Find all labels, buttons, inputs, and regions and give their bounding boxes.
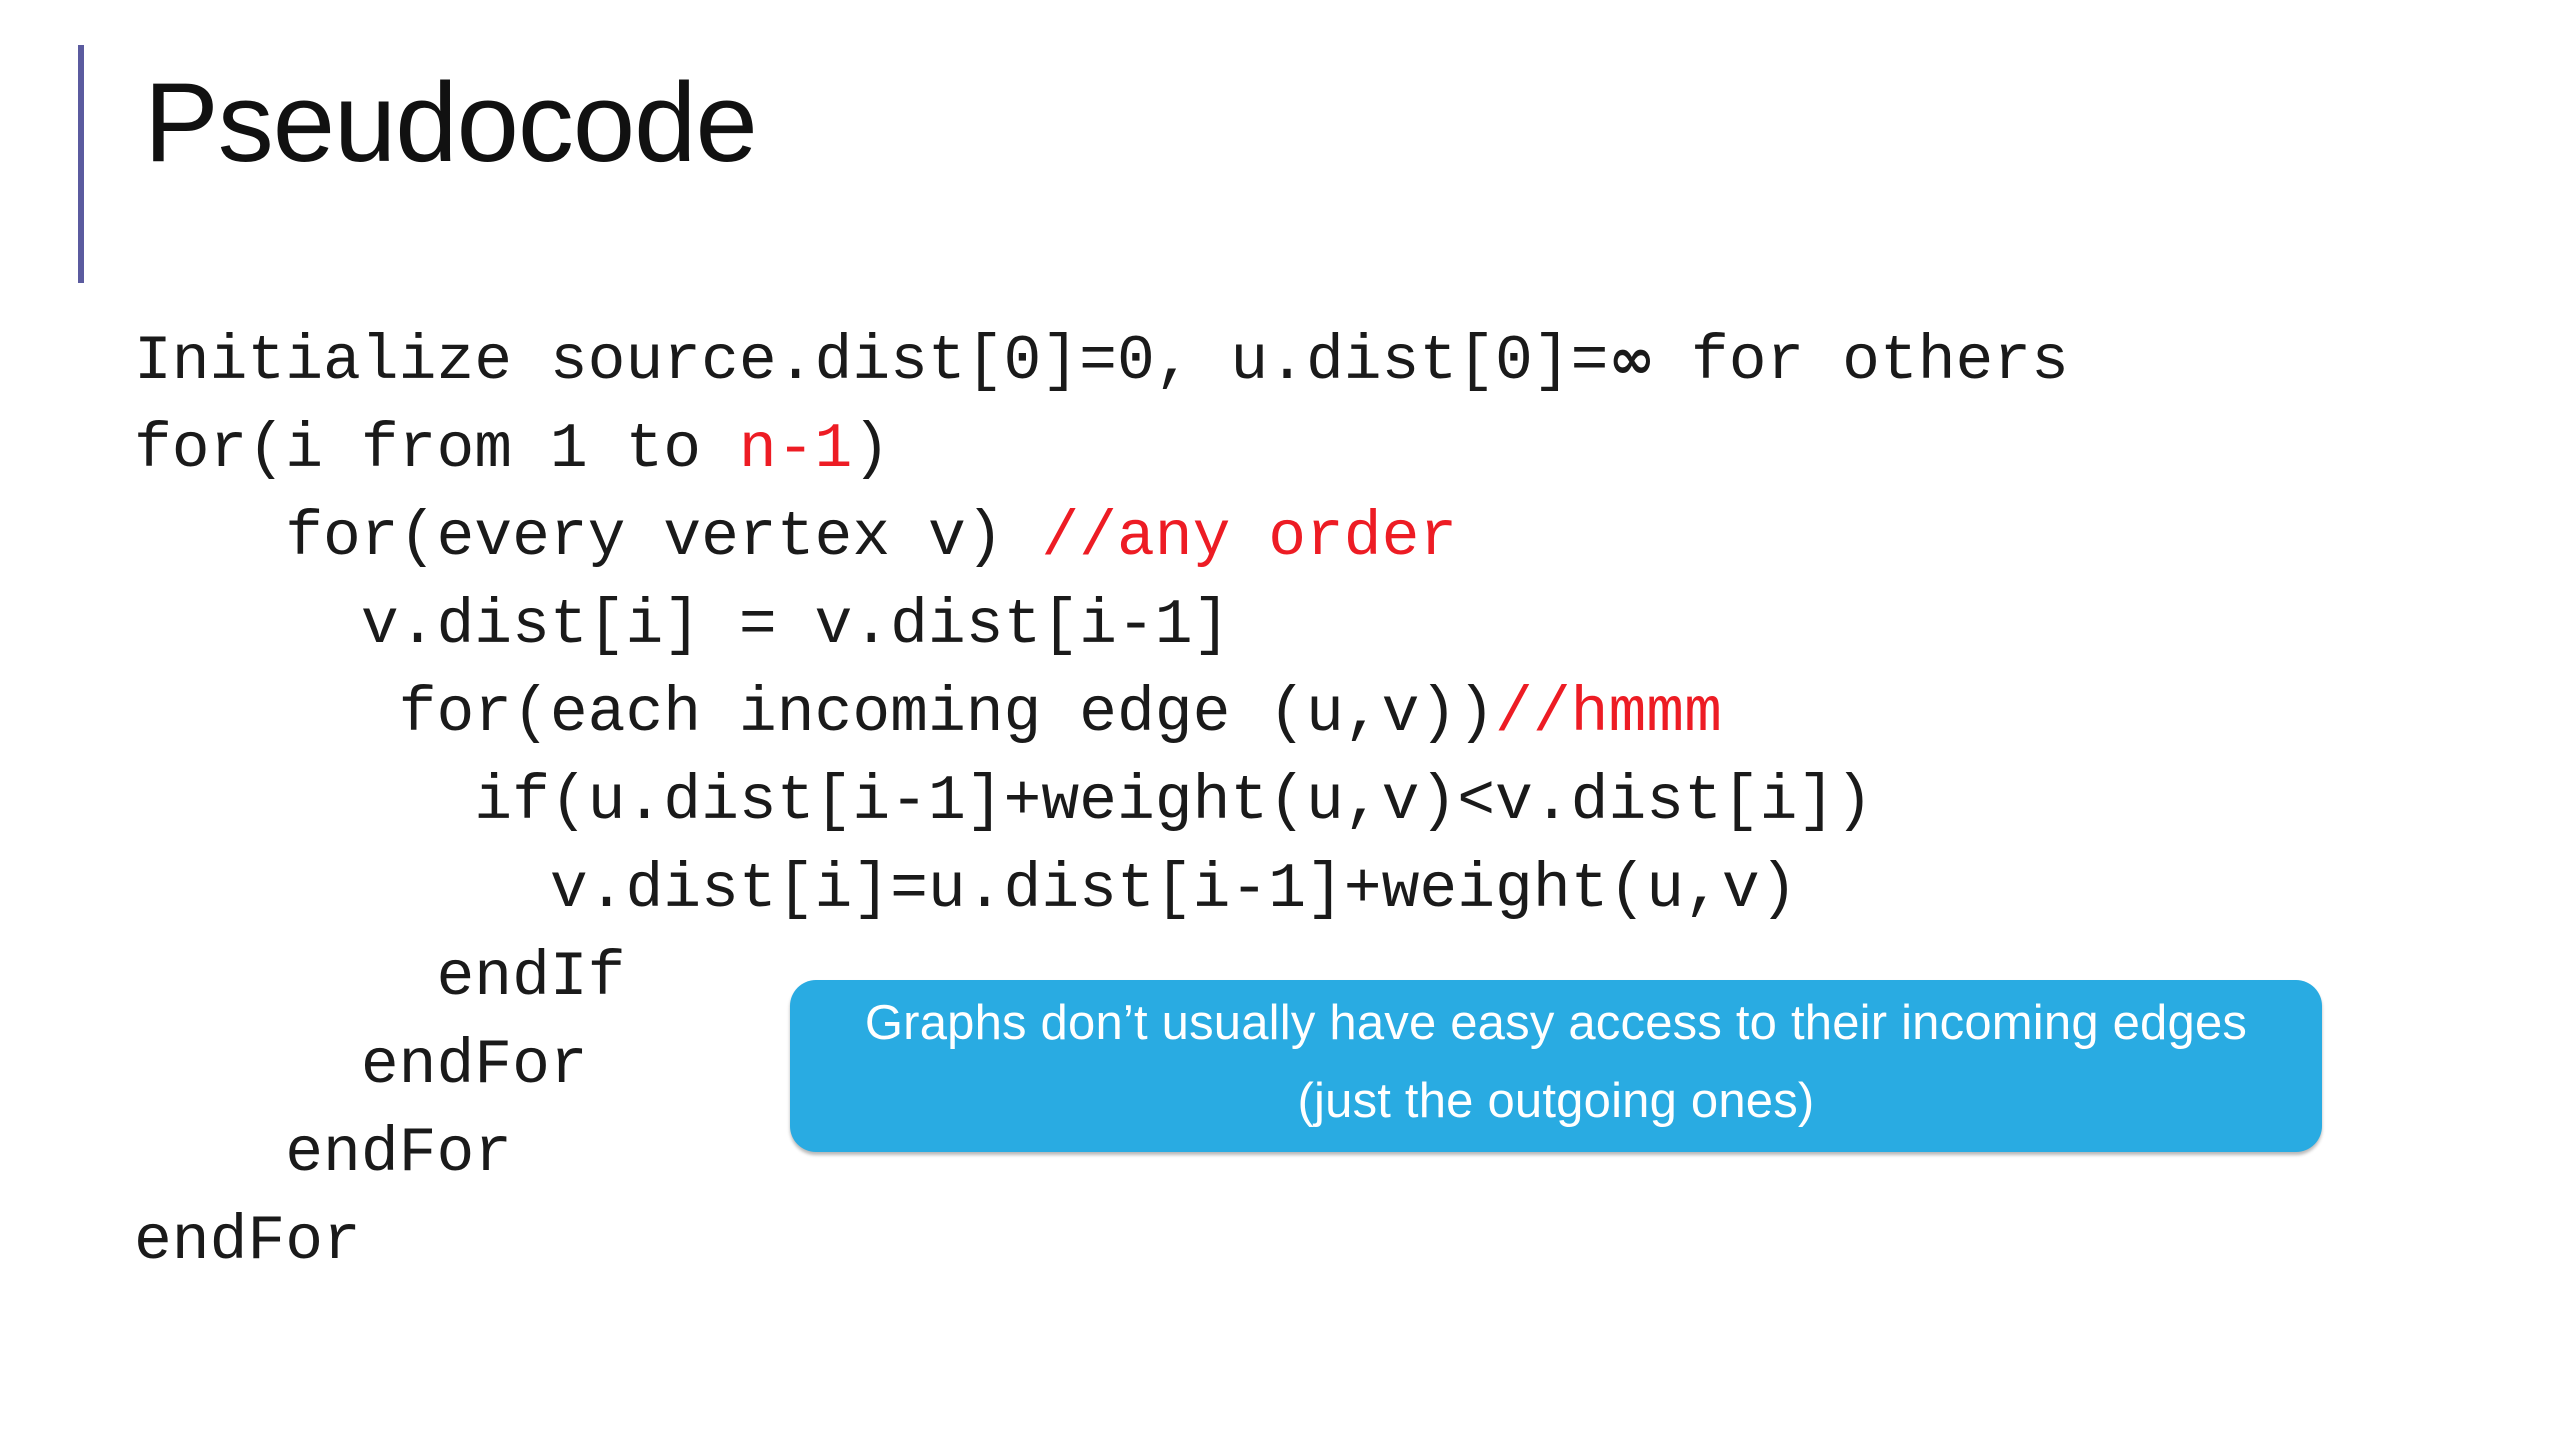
code-token: for(each incoming edge (u,v)) xyxy=(398,678,1496,749)
pseudocode-block: Initialize source.dist[0]=0, u.dist[0]=∞… xyxy=(134,316,2514,1286)
line-copy-dist: v.dist[i] = v.dist[i-1] xyxy=(134,582,2514,670)
callout-line-1: Graphs don’t usually have easy access to… xyxy=(864,996,2099,1050)
line-for-vertex: for(every vertex v) //any order xyxy=(134,494,2514,582)
code-token: for(i from 1 to xyxy=(134,414,739,485)
line-endfor-1: endFor xyxy=(134,1198,2514,1286)
line-for-i: for(i from 1 to n-1) xyxy=(134,406,2514,494)
title-accent-bar xyxy=(78,45,84,283)
code-token: Initialize source.dist[0]=0, u.dist[0]= xyxy=(134,326,1609,397)
code-token: ) xyxy=(852,414,891,485)
line-if-relax: if(u.dist[i-1]+weight(u,v)<v.dist[i]) xyxy=(134,758,2514,846)
callout-line-2: edges (just the outgoing ones) xyxy=(1297,996,2248,1128)
page-title: Pseudocode xyxy=(144,60,758,185)
code-token: endFor xyxy=(134,1206,361,1277)
line-for-incoming-edge: for(each incoming edge (u,v))//hmmm xyxy=(134,670,2514,758)
line-initialize: Initialize source.dist[0]=0, u.dist[0]=∞… xyxy=(134,316,2514,406)
code-token: endFor xyxy=(360,1030,588,1101)
code-token-highlight: //any order xyxy=(1041,502,1458,573)
infinity-symbol: ∞ xyxy=(1608,327,1655,392)
code-token: for(every vertex v) xyxy=(285,502,1042,573)
code-token-highlight: //hmmm xyxy=(1495,678,1722,749)
callout-note: Graphs don’t usually have easy access to… xyxy=(790,980,2322,1152)
line-endfor-2: endFor xyxy=(134,1110,2514,1198)
code-token: if(u.dist[i-1]+weight(u,v)<v.dist[i]) xyxy=(474,766,1874,837)
line-endif: endIf xyxy=(134,934,2514,1022)
code-token: endIf xyxy=(436,942,626,1013)
code-token-highlight: n-1 xyxy=(738,414,853,485)
code-token: endFor xyxy=(285,1118,513,1189)
line-endfor-3: endFor xyxy=(134,1022,2514,1110)
code-token: for others xyxy=(1653,326,2069,397)
code-token: v.dist[i] = v.dist[i-1] xyxy=(360,590,1231,661)
callout-note-text: Graphs don’t usually have easy access to… xyxy=(836,984,2276,1140)
slide-title-block: Pseudocode xyxy=(78,45,758,285)
line-relax-assign: v.dist[i]=u.dist[i-1]+weight(u,v) xyxy=(134,846,2514,934)
code-token: v.dist[i]=u.dist[i-1]+weight(u,v) xyxy=(549,854,1798,925)
